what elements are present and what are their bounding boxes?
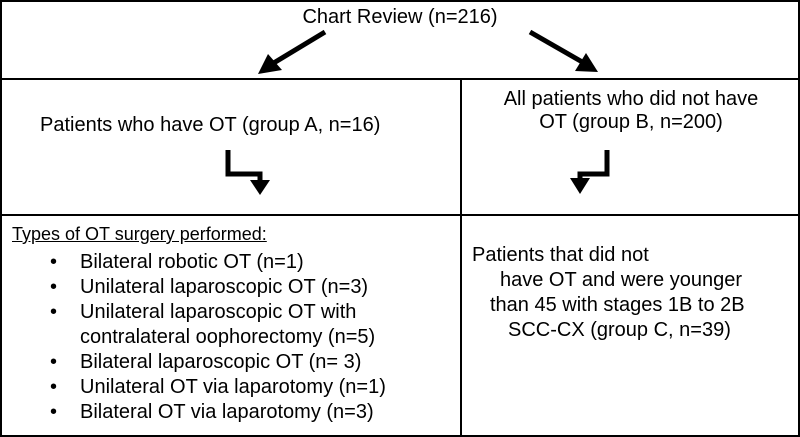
surgery-list: Bilateral robotic OT (n=1) Unilateral la… (50, 250, 386, 425)
group-c-line-1: Patients that did not (472, 244, 649, 266)
group-c-line-3: than 45 with stages 1B to 2B (490, 294, 745, 316)
group-b-label: All patients who did not have OT (group … (462, 88, 800, 134)
group-b-line-2: OT (group B, n=200) (539, 111, 723, 133)
arrow-to-group-b (528, 29, 598, 72)
arrow-to-group-a (258, 29, 327, 74)
surgery-item-3-line-1: Unilateral laparoscopic OT with (80, 301, 357, 323)
surgery-item-6: Bilateral OT via laparotomy (n=3) (50, 400, 386, 425)
surgery-item-5: Unilateral OT via laparotomy (n=1) (50, 375, 386, 400)
bent-arrow-group-b (570, 150, 610, 194)
surgery-item-3-line-2: contralateral oophorectomy (n=5) (80, 326, 376, 348)
group-c-label: Patients that did not have OT and were y… (470, 243, 745, 343)
chart-review-title: Chart Review (n=216) (302, 6, 498, 28)
group-c-line-2: have OT and were younger (500, 269, 743, 291)
group-a-label: Patients who have OT (group A, n=16) (40, 114, 381, 136)
bent-arrow-group-a (225, 150, 270, 195)
surgery-item-2: Unilateral laparoscopic OT (n=3) (50, 275, 386, 300)
surgery-item-1: Bilateral robotic OT (n=1) (50, 250, 386, 275)
group-b-line-1: All patients who did not have (503, 88, 759, 110)
surgery-item-4: Bilateral laparoscopic OT (n= 3) (50, 350, 386, 375)
surgery-item-3: Unilateral laparoscopic OT with contrala… (50, 300, 386, 350)
group-c-line-4: SCC-CX (group C, n=39) (508, 319, 731, 341)
surgery-types-title: Types of OT surgery performed: (12, 224, 267, 244)
